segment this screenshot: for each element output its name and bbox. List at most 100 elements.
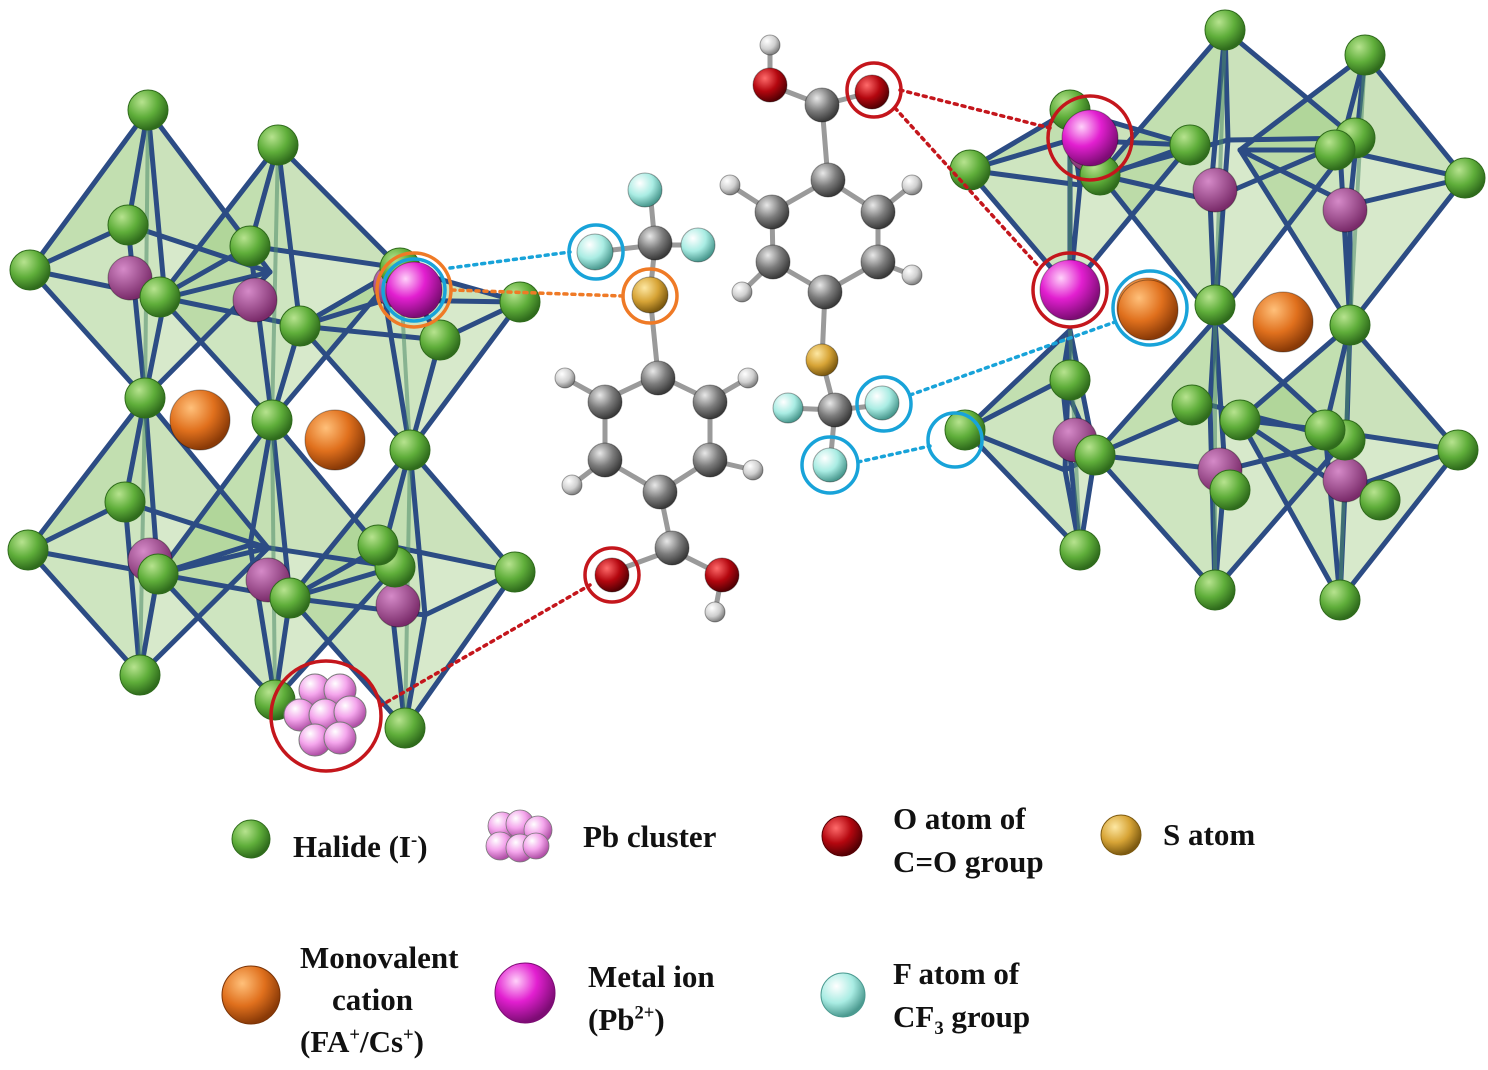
halide-atom: [1304, 409, 1346, 451]
octahedron-edge: [157, 142, 281, 300]
octahedron-edge: [157, 294, 303, 329]
perovskite-interaction-diagram: [7, 9, 1486, 773]
octahedron-face: [965, 330, 1070, 470]
octahedron-edge: [157, 294, 275, 423]
red-sphere-icon: [821, 815, 863, 857]
pb-ion-inner: [107, 255, 153, 301]
octahedron-edge: [247, 417, 275, 548]
halide-atom: [229, 225, 271, 267]
octahedron-face: [1325, 325, 1458, 450]
octahedron-edge: [27, 267, 148, 401]
halide-atom: [1359, 479, 1401, 521]
hydrogen-atom: [742, 459, 764, 481]
o-atom: [704, 557, 740, 593]
halide-atom: [1171, 384, 1213, 426]
halide-atom: [7, 529, 49, 571]
halide-atom: [1074, 434, 1116, 476]
octahedron-edge: [287, 595, 408, 731]
interaction-line-red: [378, 583, 592, 708]
f-site-ring: [926, 411, 984, 469]
interaction-line-red: [893, 106, 1042, 270]
octahedron-axis: [1348, 54, 1367, 326]
octahedron-edge: [1347, 322, 1461, 453]
legend-pb-cluster-label: Pb cluster: [583, 819, 717, 854]
octahedron-edge: [402, 569, 518, 731]
octahedron-edge: [275, 142, 403, 271]
octahedron-edge: [962, 327, 1073, 433]
carbon-atom: [807, 274, 843, 310]
halide-atom: [1314, 129, 1356, 171]
octahedron-face: [968, 110, 1080, 185]
octahedron-face: [1095, 320, 1225, 470]
metal-ion-ring-blue: [381, 257, 447, 323]
interaction-highlights: [269, 61, 1189, 773]
octahedron-edge: [122, 499, 143, 678]
hydrogen-atom: [731, 281, 753, 303]
octahedron-axis: [143, 109, 150, 399]
octahedron-edge: [275, 142, 303, 329]
octahedron-face: [1345, 325, 1458, 490]
halide-atom: [1194, 284, 1236, 326]
organic-molecules: [554, 34, 923, 623]
octahedron-edge: [1237, 417, 1343, 603]
octahedron-edge: [1347, 175, 1468, 328]
f-atom: [772, 392, 804, 424]
halide-atoms: [7, 9, 1486, 757]
carbon-atom: [860, 244, 896, 280]
octahedron-edge: [1237, 147, 1353, 328]
legend-s-atom-label: S atom: [1163, 817, 1256, 852]
halide-atom: [419, 319, 461, 361]
metal-ion-ring: [1031, 251, 1109, 329]
hydrogen-atom: [704, 601, 726, 623]
metal-ion-highlight: [1061, 109, 1119, 167]
octahedron-edge: [269, 417, 293, 601]
octahedron-edge: [25, 395, 148, 553]
carbon-atom: [754, 194, 790, 230]
octahedron-edge: [1222, 27, 1358, 141]
carbon-atom: [692, 384, 728, 420]
carbon-atom: [654, 530, 690, 566]
legend-cation-label: Monovalent cation (FA+/Cs+): [300, 940, 459, 1060]
octahedron-edge: [25, 547, 143, 678]
interaction-line-red: [898, 88, 1052, 130]
f-atom-ring: [800, 435, 860, 495]
carbon-atom: [860, 194, 896, 230]
octahedron-edge: [247, 243, 275, 423]
octahedron-edge: [1212, 437, 1348, 593]
halide-atom: [1059, 529, 1101, 571]
octahedron-face: [290, 598, 425, 728]
octahedron-face: [30, 270, 165, 398]
octahedron-edge: [1067, 142, 1193, 293]
interaction-line-blue: [908, 320, 1117, 397]
halide-atom: [1319, 579, 1361, 621]
octahedron-edge: [407, 447, 428, 618]
hydrogen-atom: [737, 367, 759, 389]
octahedron-edge: [155, 417, 275, 577]
cyan-sphere-icon: [820, 972, 866, 1018]
octahedron-face: [158, 420, 290, 598]
halide-atom: [1219, 399, 1261, 441]
halide-atom: [949, 149, 991, 191]
octahedron-axis: [138, 397, 147, 676]
octahedron-edge: [142, 395, 271, 551]
hydrogen-atom: [719, 174, 741, 196]
hydrogen-atom: [901, 264, 923, 286]
halide-atom: [384, 707, 426, 749]
halide-atom: [139, 276, 181, 318]
halide-atom: [107, 204, 149, 246]
octahedron-edge: [297, 323, 413, 453]
octahedron-edge: [1322, 427, 1343, 603]
octahedron-edge: [145, 107, 168, 301]
halide-atom: [127, 89, 169, 131]
halide-atom: [137, 553, 179, 595]
o-atom-ring: [583, 546, 641, 604]
monovalent-cation: [1117, 279, 1179, 341]
octahedron-edge: [962, 427, 1083, 553]
pb-ion-inner: [375, 582, 421, 628]
halide-atom: [494, 551, 536, 593]
s-atom: [805, 343, 839, 377]
carbon-atom: [804, 87, 840, 123]
octahedra-edges: [25, 27, 1468, 731]
halide-atom: [124, 377, 166, 419]
halide-atom: [499, 281, 541, 323]
